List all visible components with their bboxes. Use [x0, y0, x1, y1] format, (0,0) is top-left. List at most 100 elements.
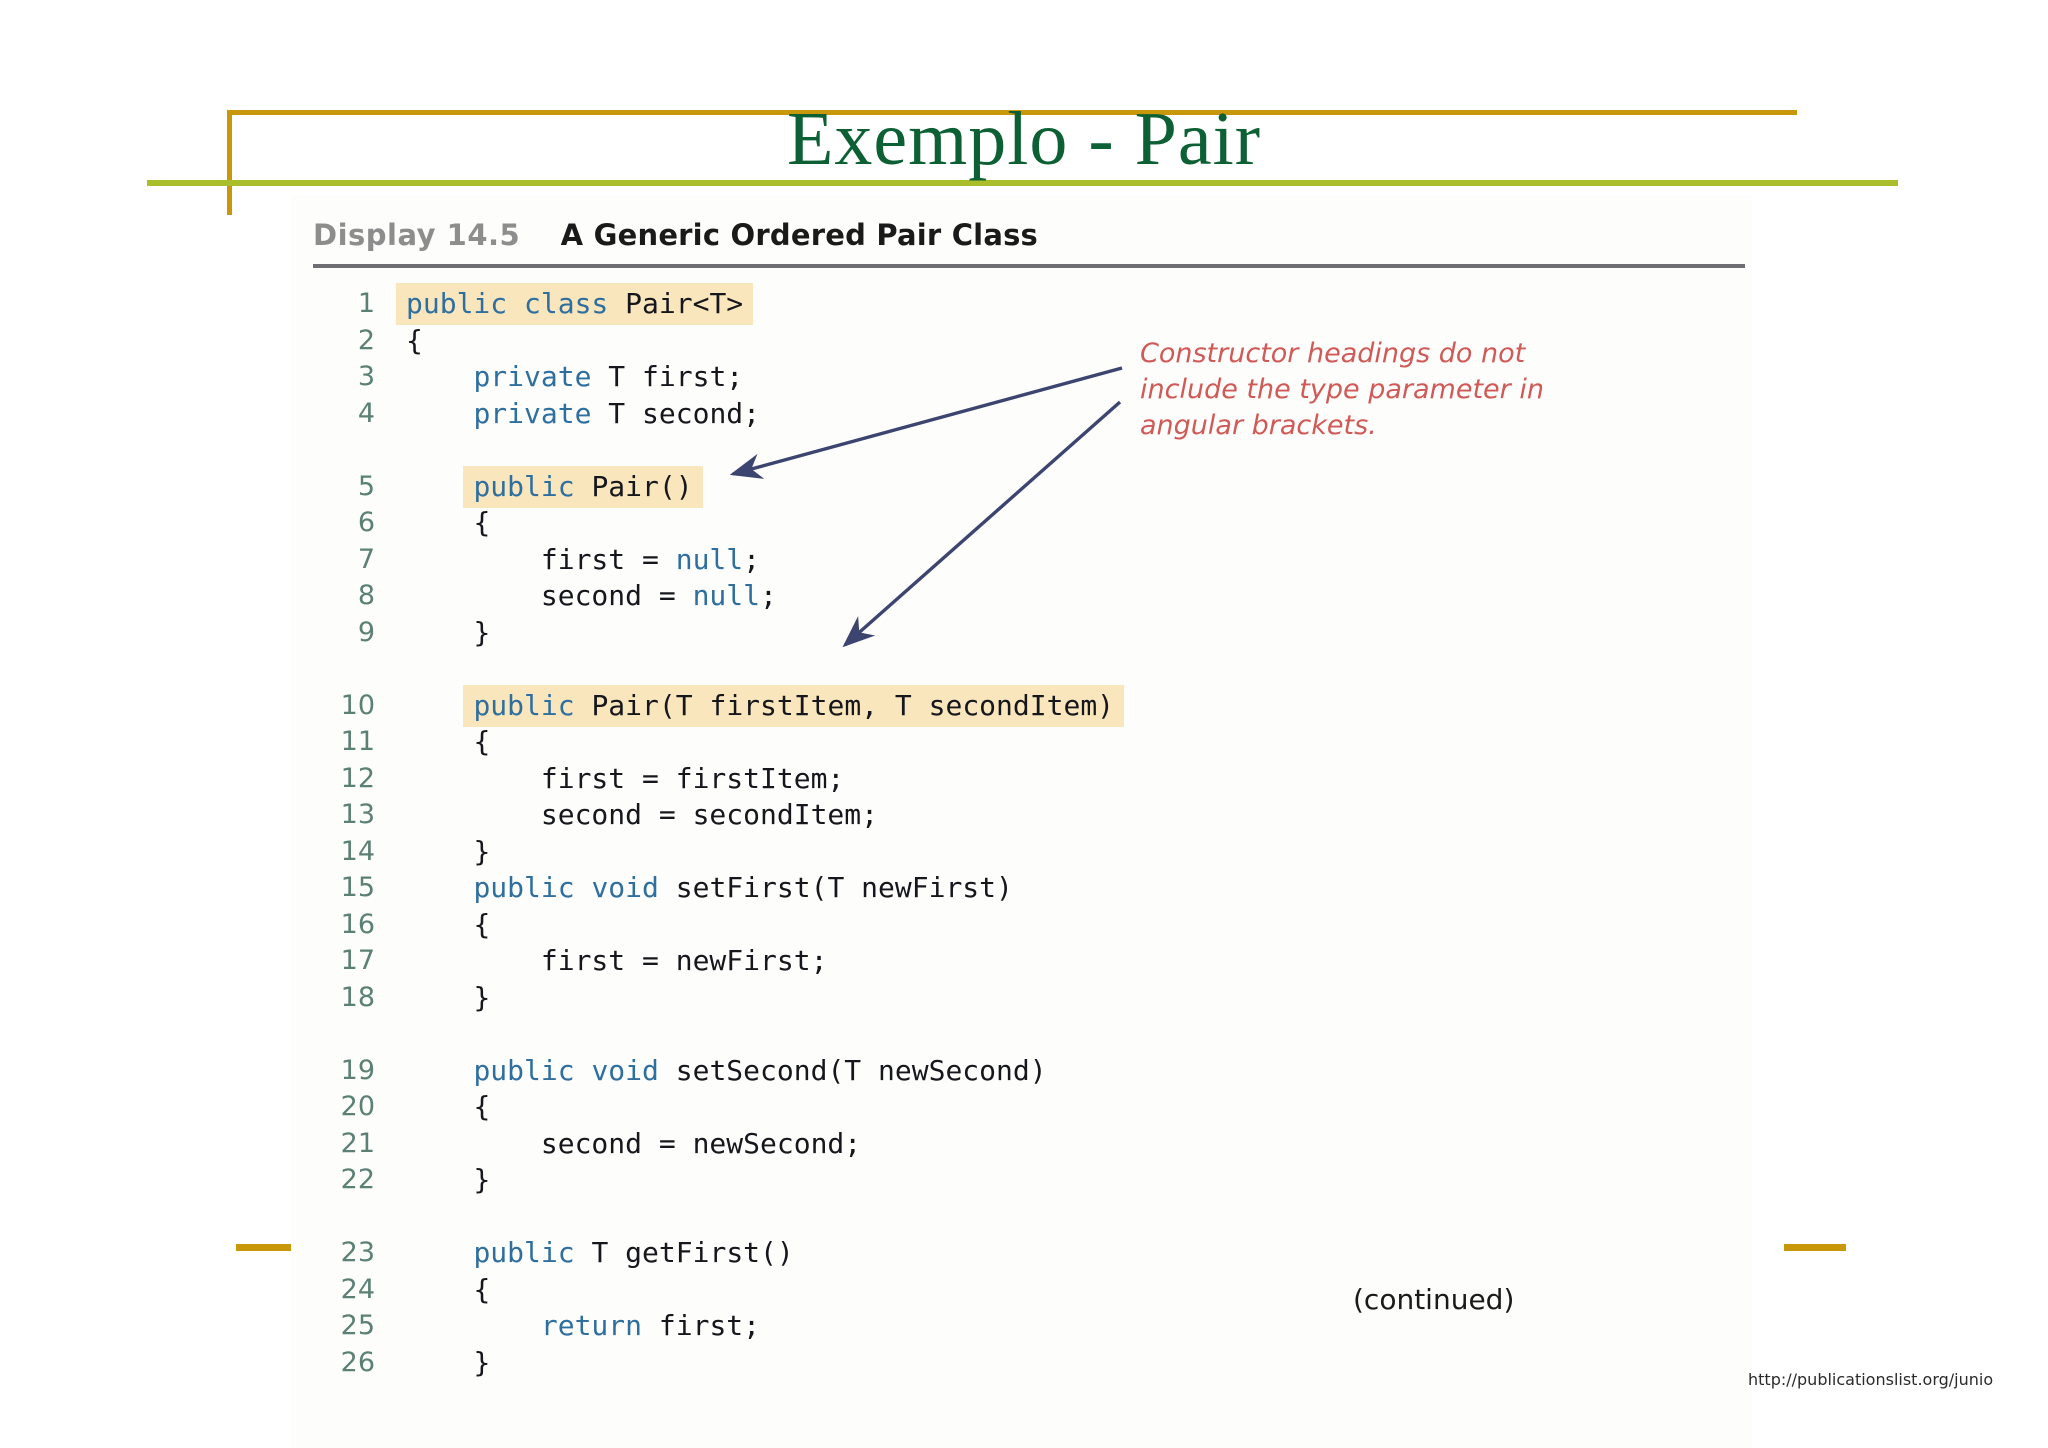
- code-indent: [406, 762, 541, 795]
- code-line-number: 24: [340, 1273, 375, 1305]
- code-line-text: public class Pair<T>: [396, 283, 754, 325]
- code-blank-row: [313, 651, 1513, 688]
- code-token: T first;: [608, 360, 744, 393]
- code-keyword: private: [473, 360, 609, 393]
- code-token: }: [473, 980, 491, 1014]
- code-line-number: 8: [357, 580, 375, 611]
- code-keyword: private: [473, 396, 609, 430]
- code-row: 19 public void setSecond(T newSecond): [313, 1053, 1513, 1090]
- code-row: 9 }: [313, 615, 1513, 652]
- code-line-text: public T getFirst(): [406, 1235, 794, 1272]
- code-row: 15 public void setFirst(T newFirst): [313, 870, 1513, 907]
- code-token: }: [473, 1345, 491, 1379]
- code-line-text: first = firstItem;: [406, 761, 844, 798]
- code-row: 26 }: [313, 1345, 1513, 1382]
- code-row: 20 {: [313, 1089, 1513, 1126]
- code-blank-row: [313, 1199, 1513, 1236]
- code-line-text: }: [406, 1162, 490, 1199]
- code-indent: [406, 1309, 541, 1342]
- code-line-number: 18: [340, 981, 375, 1013]
- source-url-watermark: http://publicationslist.org/junio: [1748, 1370, 1994, 1389]
- annotation-text: Constructor headings do not include the …: [1140, 338, 1544, 441]
- code-indent: [406, 1236, 473, 1269]
- code-line-number: 21: [340, 1127, 375, 1159]
- code-highlight-box: public class Pair<T>: [396, 283, 754, 325]
- code-line-text: second = secondItem;: [406, 797, 878, 834]
- code-keyword: public: [473, 1236, 592, 1269]
- code-row: 21 second = newSecond;: [313, 1126, 1513, 1163]
- code-row: 8 second = null;: [313, 578, 1513, 615]
- code-line-number: 3: [357, 361, 375, 392]
- code-token: first = firstItem;: [540, 761, 845, 795]
- code-keyword: public: [473, 688, 592, 722]
- code-line-text: private T first;: [406, 359, 743, 396]
- code-line-number: 6: [357, 507, 375, 538]
- code-token: ;: [760, 579, 777, 612]
- code-line-text: {: [406, 323, 423, 360]
- display-caption-label: A Generic Ordered Pair Class: [560, 218, 1039, 252]
- code-highlight-box: public Pair(): [463, 465, 703, 508]
- code-row: 18 }: [313, 980, 1513, 1017]
- code-line-text: public Pair(): [406, 465, 703, 508]
- code-indent: [406, 1054, 473, 1087]
- code-token: T getFirst(): [591, 1236, 794, 1269]
- code-line-number: 4: [357, 397, 375, 429]
- code-indent: [406, 579, 541, 612]
- code-row: 10 public Pair(T firstItem, T secondItem…: [313, 684, 1513, 727]
- code-line-number: 5: [357, 470, 375, 502]
- code-indent: [406, 1346, 473, 1379]
- code-keyword: null: [692, 579, 761, 612]
- code-row: 4 private T second;: [313, 396, 1513, 433]
- code-row: 11 {: [313, 724, 1513, 761]
- code-token: first = newFirst;: [540, 944, 828, 977]
- code-line-number: 10: [340, 689, 375, 721]
- code-row: 16 {: [313, 907, 1513, 944]
- code-indent: [406, 908, 473, 941]
- code-token: {: [473, 725, 491, 758]
- code-indent: [406, 543, 541, 576]
- code-row: 25 return first;: [313, 1308, 1513, 1345]
- code-line-number: 1: [357, 288, 375, 319]
- page-title: Exemplo - Pair: [786, 97, 1262, 181]
- code-line-number: 2: [357, 324, 375, 356]
- code-indent: [406, 1090, 473, 1123]
- code-line-text: {: [406, 1089, 490, 1126]
- code-line-text: }: [406, 834, 490, 871]
- code-token: {: [473, 1090, 491, 1123]
- code-indent: [406, 871, 473, 904]
- code-indent: [406, 798, 541, 831]
- code-line-number: 14: [340, 835, 375, 867]
- code-row: 14 }: [313, 834, 1513, 871]
- code-token: second = newSecond;: [540, 1126, 862, 1160]
- title-frame-vertical-bar: [227, 110, 232, 215]
- code-line-text: }: [406, 980, 490, 1017]
- code-row: 2{: [313, 323, 1513, 360]
- code-token: second =: [540, 579, 693, 612]
- code-row: 12 first = firstItem;: [313, 761, 1513, 798]
- code-line-text: first = null;: [406, 542, 760, 579]
- code-highlight-box: public Pair(T firstItem, T secondItem): [463, 684, 1125, 727]
- display-number-label: Display 14.5: [313, 218, 521, 252]
- code-line-text: {: [406, 907, 490, 944]
- code-indent: [406, 360, 473, 393]
- code-row: 22 }: [313, 1162, 1513, 1199]
- code-indent: [406, 1273, 473, 1306]
- code-line-number: 22: [340, 1164, 375, 1195]
- code-indent: [406, 835, 473, 868]
- code-token: }: [473, 1163, 491, 1196]
- code-keyword: public: [473, 469, 592, 503]
- code-indent: [406, 725, 473, 758]
- code-token: setSecond(T newSecond): [675, 1053, 1047, 1087]
- code-token: }: [473, 834, 491, 868]
- code-keyword: public class: [406, 287, 626, 320]
- code-line-number: 11: [340, 726, 375, 757]
- code-blank-row: [313, 1016, 1513, 1053]
- code-token: }: [473, 615, 491, 649]
- code-token: {: [406, 323, 423, 357]
- title-frame-top-bar: [227, 110, 1797, 115]
- code-line-text: {: [406, 724, 490, 761]
- code-line-number: 26: [340, 1346, 375, 1378]
- code-line-number: 25: [340, 1310, 375, 1341]
- code-token: Pair<T>: [625, 287, 744, 320]
